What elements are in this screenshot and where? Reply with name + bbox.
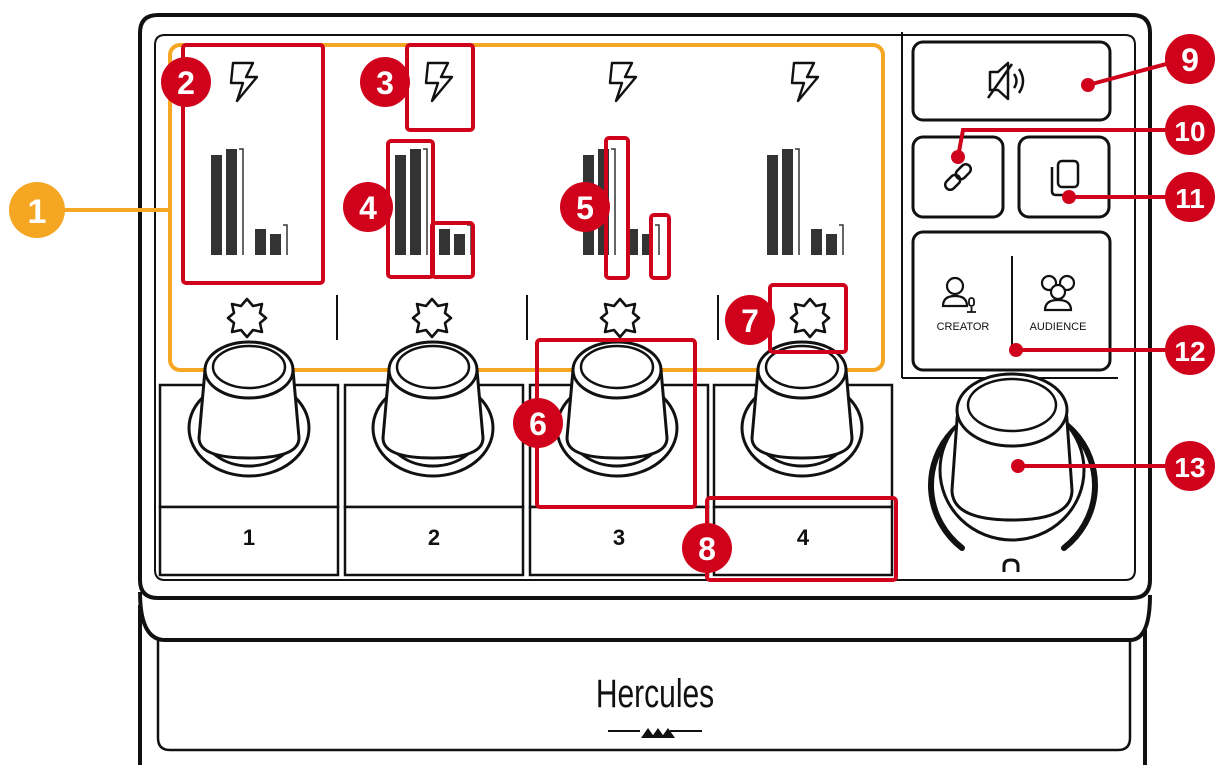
svg-text:3: 3: [376, 65, 394, 101]
brand-logo: Hercules: [596, 672, 714, 738]
callout-7: 7: [725, 295, 775, 345]
callout-2: 2: [161, 57, 211, 107]
channel-2-button[interactable]: [343, 505, 525, 577]
callout-11: 11: [1165, 172, 1215, 222]
speaker-mute-icon: [986, 61, 1025, 101]
copy-icon: [1050, 159, 1080, 197]
svg-text:12: 12: [1174, 336, 1205, 367]
callout-10: 10: [1165, 105, 1215, 155]
svg-text:11: 11: [1175, 183, 1205, 214]
svg-text:9: 9: [1181, 42, 1199, 78]
svg-text:1: 1: [28, 193, 47, 231]
channel-4-button[interactable]: [712, 505, 894, 577]
channel-3-knob[interactable]: [555, 340, 679, 478]
callout-9: 9: [1165, 34, 1215, 84]
callout-5: 5: [560, 182, 610, 232]
link-button[interactable]: [911, 135, 1005, 219]
channel-2-label: 2: [428, 525, 440, 550]
channel-3-label: 3: [613, 525, 625, 550]
channel-1-button[interactable]: [158, 505, 340, 577]
callout-4: 4: [343, 182, 393, 232]
channel-3-button[interactable]: [528, 505, 710, 577]
headphones-icon: [1002, 558, 1020, 572]
svg-text:4: 4: [359, 190, 377, 226]
svg-text:13: 13: [1174, 452, 1205, 483]
channel-1-knob[interactable]: [187, 340, 311, 478]
creator-label: CREATOR: [937, 321, 990, 333]
channel-2-knob[interactable]: [371, 340, 495, 478]
callout-13: 13: [1165, 441, 1215, 491]
audience-label: AUDIENCE: [1030, 321, 1087, 333]
callout-1: 1: [9, 182, 65, 238]
channel-buttons: 1 2 3 4: [158, 505, 894, 577]
svg-text:10: 10: [1174, 116, 1205, 147]
callout-3: 3: [360, 57, 410, 107]
audience-icon: [1040, 274, 1076, 312]
callout-12: 12: [1165, 325, 1215, 375]
callout-6: 6: [513, 398, 563, 448]
screen: [168, 43, 885, 372]
mute-button[interactable]: [911, 40, 1112, 122]
channel-4-knob[interactable]: [740, 340, 864, 478]
svg-text:8: 8: [698, 531, 716, 567]
svg-text:Hercules: Hercules: [596, 672, 714, 716]
svg-text:2: 2: [177, 65, 195, 101]
callout-8: 8: [682, 523, 732, 573]
channel-1-label: 1: [243, 525, 255, 550]
screen-outline: [168, 43, 885, 372]
mode-button[interactable]: CREATOR AUDIENCE: [911, 230, 1112, 372]
svg-text:7: 7: [741, 303, 759, 339]
link-icon: [943, 162, 973, 192]
copy-button[interactable]: [1017, 135, 1111, 219]
channel-4-label: 4: [797, 525, 810, 550]
creator-icon: [941, 276, 976, 313]
headphone-knob[interactable]: [928, 372, 1098, 551]
svg-text:6: 6: [529, 406, 547, 442]
svg-text:5: 5: [576, 190, 594, 226]
